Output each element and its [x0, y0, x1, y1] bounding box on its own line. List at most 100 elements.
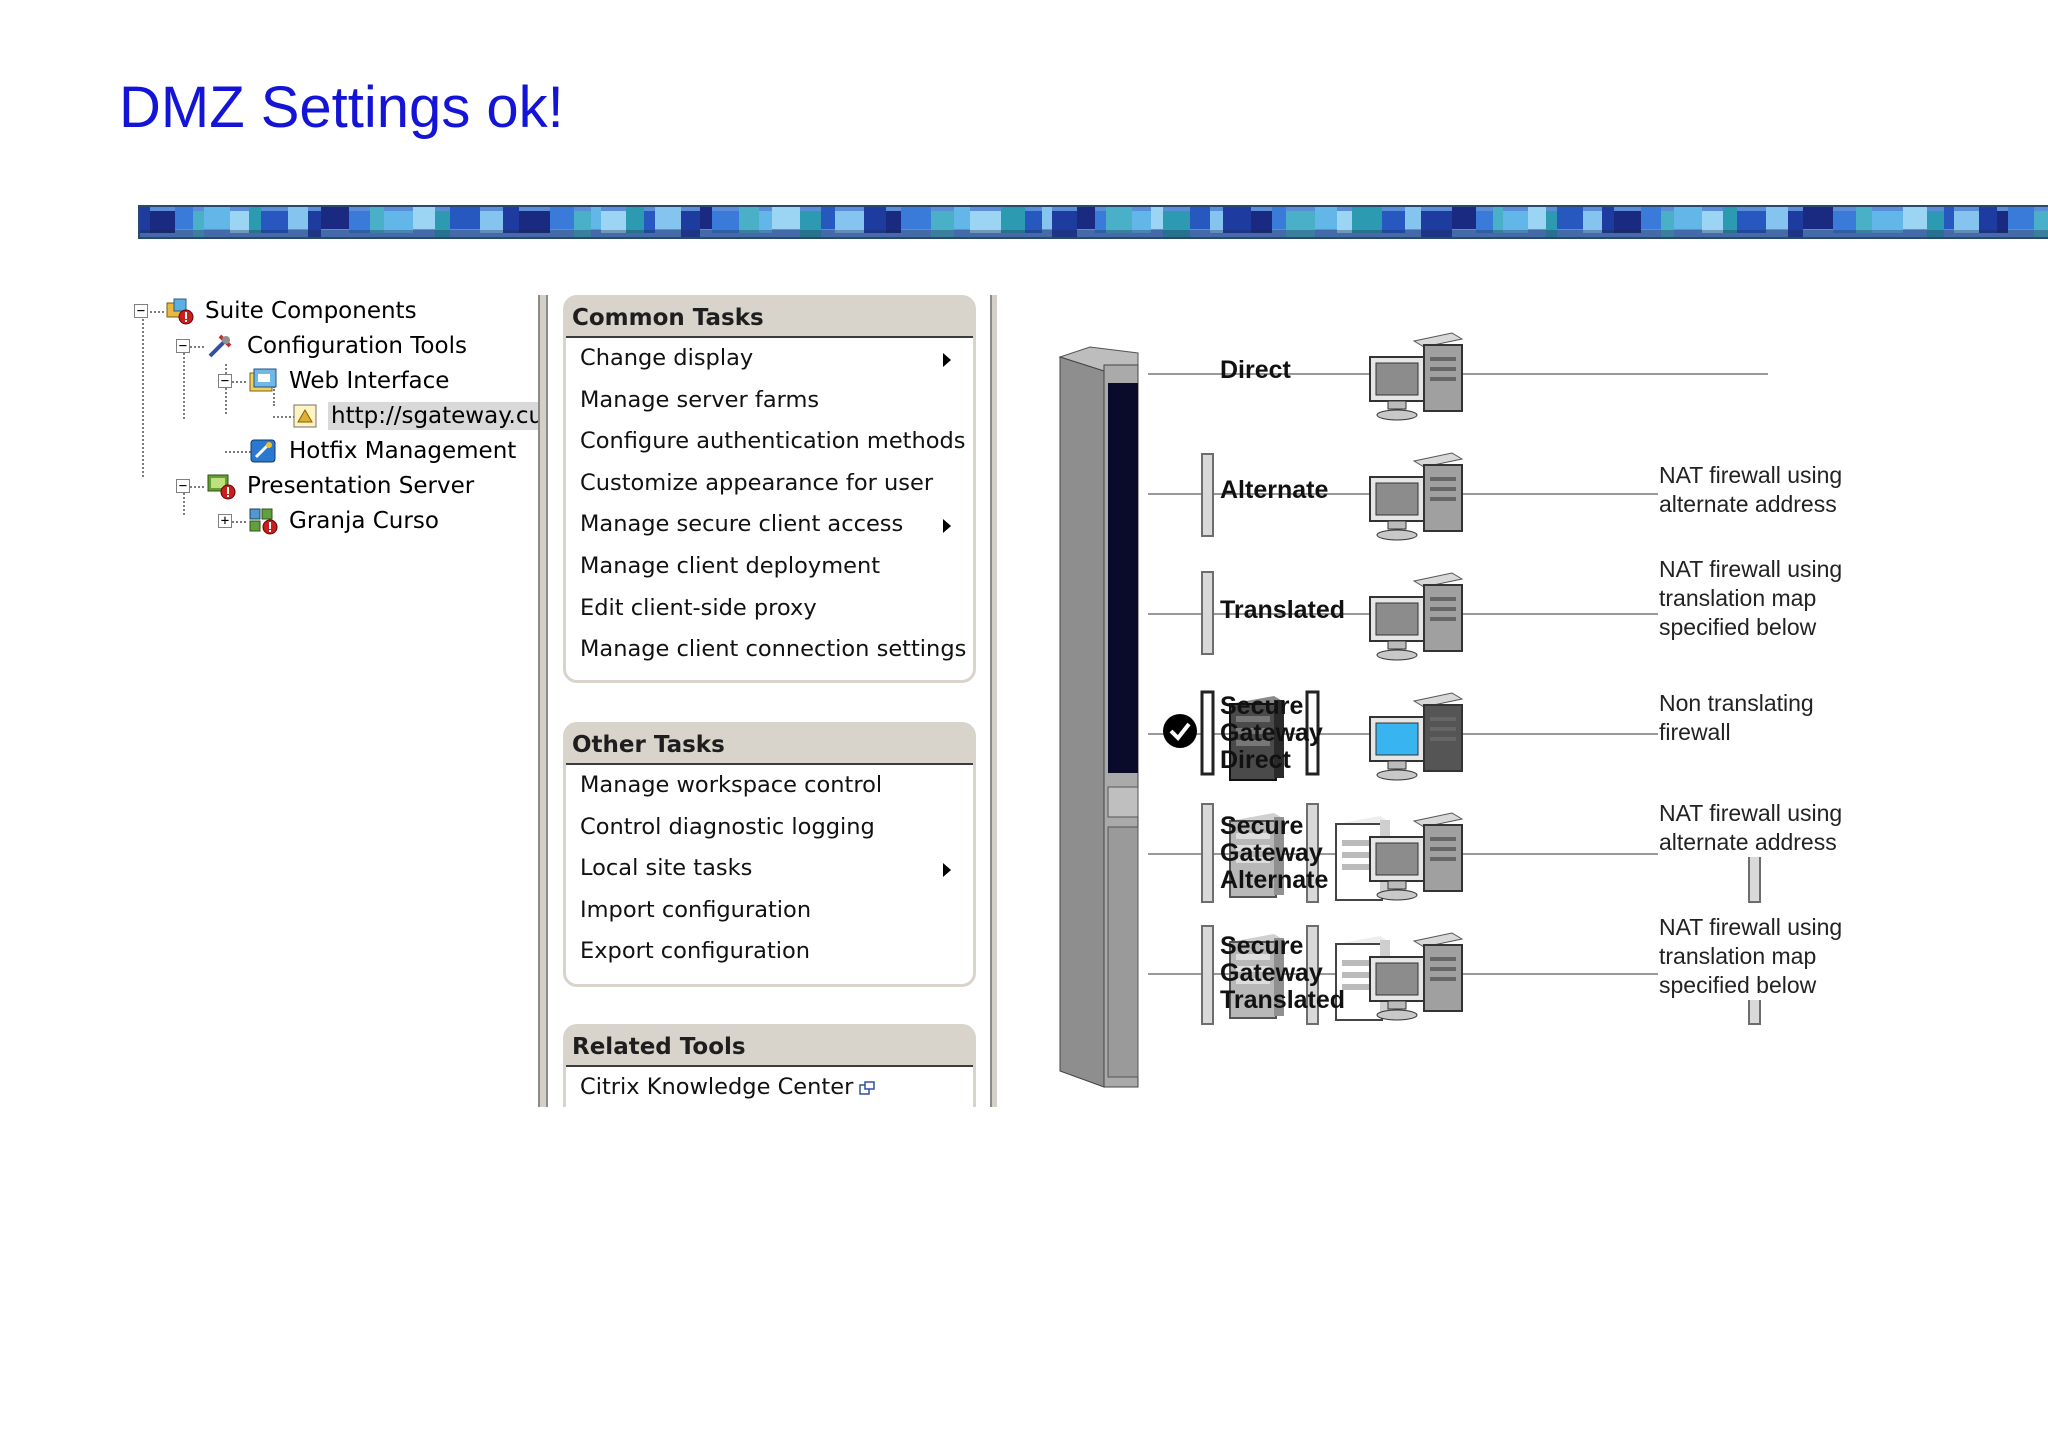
task-manage-client-deployment[interactable]: Manage client deployment [566, 546, 973, 588]
banner-tile [193, 211, 204, 237]
banner-tile [1546, 211, 1557, 237]
task-label: Local site tasks [580, 855, 753, 882]
external-link-icon [859, 1080, 876, 1095]
banner-tile [1210, 211, 1223, 233]
banner-tile [759, 211, 772, 233]
panel-title: Common Tasks [566, 298, 973, 338]
tree-item-hotfix-management[interactable]: Hotfix Management [248, 436, 519, 466]
banner-tile [1001, 207, 1025, 233]
banner-tile [1251, 211, 1272, 233]
other-tasks-panel: Other Tasks Manage workspace control Con… [563, 722, 976, 987]
banner-tile [886, 211, 901, 233]
tools-icon [208, 334, 232, 358]
task-label: Manage server farms [580, 386, 820, 413]
panel-title: Other Tasks [566, 725, 973, 765]
banner-tile [435, 211, 450, 237]
task-manage-client-connection[interactable]: Manage client connection settings [566, 629, 973, 671]
task-customize-appearance[interactable]: Customize appearance for user [566, 463, 973, 505]
banner-tile [1702, 211, 1723, 233]
tree-expander[interactable]: − [176, 479, 190, 493]
banner-tile [772, 207, 800, 229]
banner-tile [681, 211, 700, 237]
banner-tile [1803, 207, 1833, 229]
citrix-console-screenshot: − − − − + Suite Components Configuration… [128, 287, 2048, 1107]
task-change-display[interactable]: Change display [566, 338, 973, 380]
tree-item-site-url[interactable]: http://sgateway.cu [290, 401, 547, 431]
submenu-arrow-icon [943, 863, 951, 878]
slide-title: DMZ Settings ok! [119, 75, 564, 140]
banner-tile [655, 207, 681, 229]
hotfix-icon [250, 439, 276, 463]
banner-tile [800, 211, 821, 237]
task-label: Manage workspace control [580, 772, 883, 798]
banner-tile [1382, 211, 1405, 233]
access-option-label[interactable]: Secure Gateway Direct [1220, 692, 1323, 774]
task-pane: Common Tasks Change display Manage serve… [563, 295, 978, 1107]
banner-tile [1528, 207, 1546, 229]
firewall-note: Non translating firewall [1659, 689, 1814, 747]
decorative-banner [138, 205, 2048, 239]
task-label: Edit client-side proxy [580, 594, 817, 621]
task-control-diagnostic-logging[interactable]: Control diagnostic logging [566, 807, 973, 849]
banner-tile [230, 211, 249, 233]
tree-item-presentation-server[interactable]: Presentation Server [206, 471, 477, 501]
banner-tile [140, 207, 150, 233]
banner-tile [204, 207, 230, 229]
banner-tile [700, 207, 712, 229]
banner-tile [1997, 211, 2008, 233]
tree-item-suite-components[interactable]: Suite Components [164, 296, 420, 326]
tree-item-web-interface[interactable]: Web Interface [248, 366, 452, 396]
task-label: Manage client deployment [580, 552, 881, 579]
banner-tile [175, 207, 193, 229]
tree-view: − − − − + Suite Components Configuration… [128, 287, 547, 1107]
banner-tile [1025, 211, 1042, 233]
banner-tile [480, 211, 503, 233]
task-manage-secure-client-access[interactable]: Manage secure client access [566, 504, 973, 546]
tree-expander[interactable]: − [218, 374, 232, 388]
banner-tile [1602, 207, 1614, 233]
tool-citrix-knowledge-center[interactable]: Citrix Knowledge Center [566, 1067, 973, 1107]
banner-tile [519, 211, 550, 233]
task-configure-authentication[interactable]: Configure authentication methods [566, 421, 973, 463]
tree-expander[interactable]: + [218, 514, 232, 528]
access-option-label[interactable]: Translated [1220, 596, 1346, 624]
tree-item-configuration-tools[interactable]: Configuration Tools [206, 331, 470, 361]
tree-expander[interactable]: − [134, 304, 148, 318]
access-option-label[interactable]: Secure Gateway Translated [1220, 932, 1346, 1014]
banner-tile [644, 211, 655, 233]
access-option-label[interactable]: Secure Gateway Alternate [1220, 812, 1329, 894]
task-edit-client-proxy[interactable]: Edit client-side proxy [566, 588, 973, 630]
banner-tile [1223, 207, 1251, 233]
web-interface-icon [249, 368, 277, 392]
task-import-configuration[interactable]: Import configuration [566, 890, 973, 932]
banner-tile [308, 211, 321, 237]
task-manage-server-farms[interactable]: Manage server farms [566, 380, 973, 422]
banner-tile [249, 207, 261, 233]
task-label: Export configuration [580, 938, 811, 965]
access-option-label[interactable]: Alternate [1220, 476, 1329, 504]
banner-tile [1927, 211, 1944, 237]
task-label: Configure authentication methods [580, 428, 966, 455]
tree-expander[interactable]: − [176, 339, 190, 353]
gateway-server-icon [1229, 934, 1284, 1019]
banner-tile [1452, 207, 1476, 229]
banner-tile [1954, 211, 1979, 233]
task-manage-workspace-control[interactable]: Manage workspace control [566, 765, 973, 807]
banner-tile [1674, 207, 1702, 229]
tree-item-granja-curso[interactable]: Granja Curso [248, 506, 442, 536]
pane-splitter[interactable] [990, 295, 998, 1107]
banner-tile [901, 207, 931, 229]
access-option-label[interactable]: Direct [1220, 356, 1291, 384]
banner-tile [1286, 211, 1315, 237]
task-local-site-tasks[interactable]: Local site tasks [566, 848, 973, 890]
firewall-note: NAT firewall using alternate address [1659, 799, 1843, 857]
banner-tile [1723, 207, 1737, 233]
task-label: Manage client connection settings [580, 636, 967, 663]
task-export-configuration[interactable]: Export configuration [566, 931, 973, 973]
banner-tile [1766, 207, 1788, 229]
banner-tile [1557, 207, 1583, 229]
tree-item-label: Hotfix Management [289, 438, 517, 464]
banner-tile [970, 211, 1001, 233]
pane-splitter[interactable] [538, 295, 548, 1107]
tool-label: Citrix Knowledge Center [580, 1074, 854, 1100]
